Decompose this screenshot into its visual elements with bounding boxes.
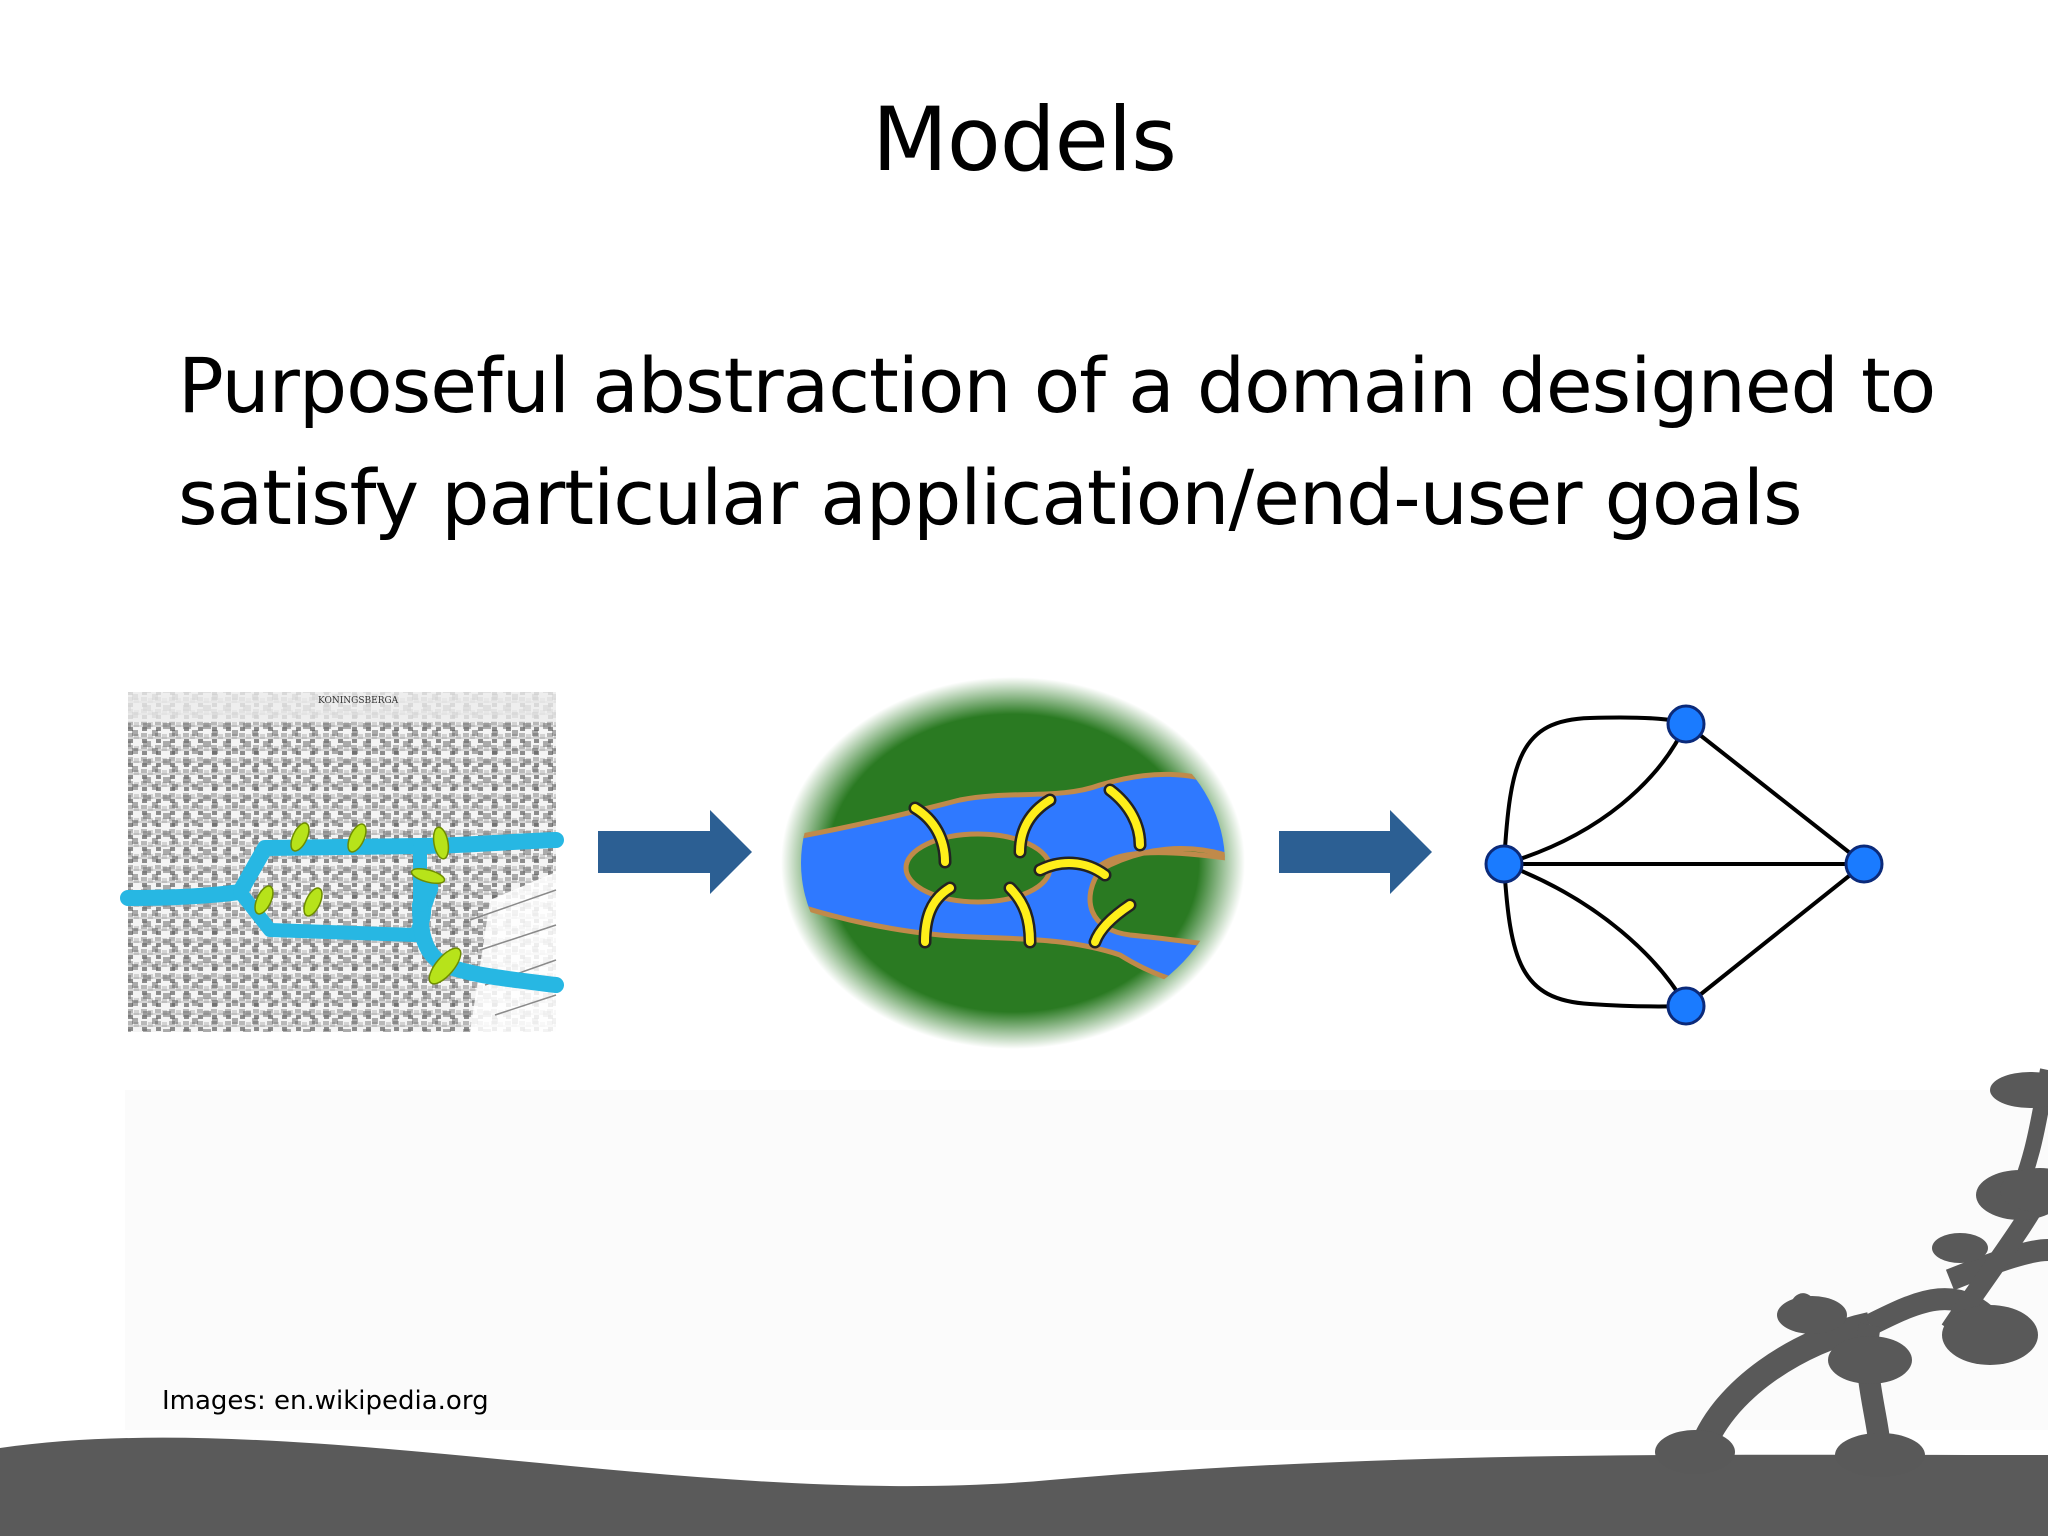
graph-nodes <box>1484 704 1884 1026</box>
image-credit: Images: en.wikipedia.org <box>162 1386 489 1416</box>
graph-node <box>1484 844 1524 884</box>
graph-node <box>1666 986 1706 1026</box>
body-line-1: Purposeful abstraction of a domain desig… <box>178 341 1936 430</box>
graph-node <box>1844 844 1884 884</box>
map-label: KONINGSBERGA <box>318 696 399 706</box>
branch-decoration <box>1655 1068 2048 1477</box>
bridges <box>908 783 1147 949</box>
map-bridges <box>254 822 462 985</box>
graph-edges <box>1502 715 1866 1009</box>
slide-title: Models <box>871 88 1177 191</box>
faint-panel <box>125 1090 2048 1430</box>
body-line-2: satisfy particular application/end-user … <box>178 453 1803 542</box>
slide-body: Purposeful abstraction of a domain desig… <box>178 330 1998 554</box>
graph-node <box>1666 704 1706 744</box>
footer-wave <box>0 1437 2048 1536</box>
